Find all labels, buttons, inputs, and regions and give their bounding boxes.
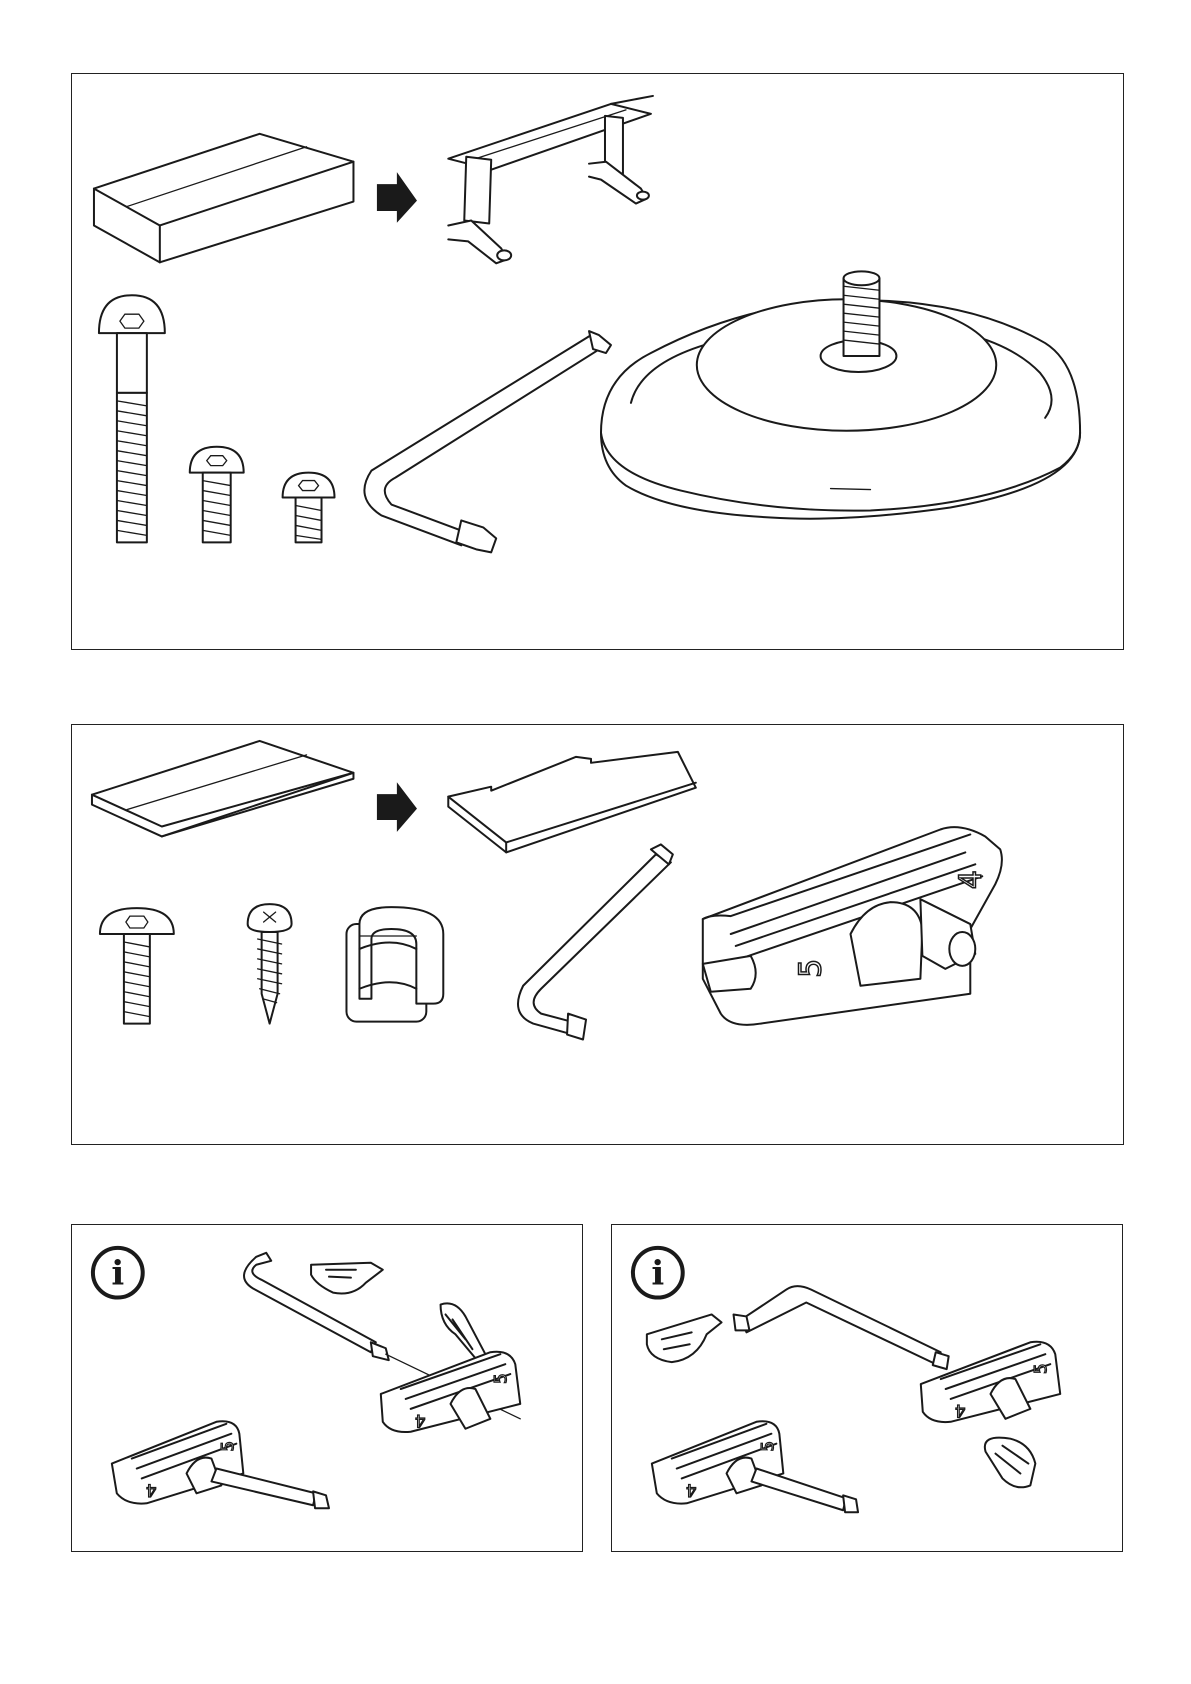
arrow-right-icon [377, 174, 416, 222]
svg-text:i: i [651, 1253, 664, 1293]
connector-number: 5 [490, 1373, 510, 1384]
connector-number: 5 [757, 1441, 777, 1452]
packed-tabletop [92, 741, 354, 837]
panel-frame-parts-drawing [72, 74, 1123, 649]
connector-number: 4 [146, 1480, 157, 1500]
connector-number: 4 [415, 1411, 426, 1431]
allen-key-long [364, 331, 611, 552]
pointing-hand [985, 1438, 1036, 1488]
svg-text:i: i [111, 1253, 124, 1293]
connector-block: 5 4 [703, 827, 1002, 1025]
connector-block: 5 4 [112, 1421, 329, 1508]
long-screw [99, 295, 165, 542]
desk-frame [448, 96, 653, 263]
panel-info-right-drawing: i 5 4 5 4 [612, 1225, 1122, 1551]
screw [100, 908, 174, 1023]
pointing-hand [311, 1263, 383, 1294]
cable-clip [346, 907, 443, 1021]
connector-block: 5 4 [652, 1421, 858, 1512]
connector-number-front: 5 [794, 959, 829, 978]
panel-info-left: i 5 4 5 4 [71, 1224, 583, 1552]
pointing-hand [647, 1314, 722, 1362]
short-screw [283, 473, 335, 543]
panel-info-right: i 5 4 5 4 [611, 1224, 1123, 1552]
connector-number: 5 [217, 1441, 237, 1452]
pointing-hand [441, 1303, 486, 1364]
connector-block: 5 4 [381, 1352, 520, 1432]
round-base-with-threaded-rod [601, 271, 1080, 518]
arrow-right-icon [377, 784, 416, 831]
panel-tabletop-parts-drawing: 5 4 [72, 725, 1123, 1144]
info-icon: i [633, 1248, 683, 1298]
connector-number: 4 [955, 1401, 966, 1421]
panel-frame-parts [71, 73, 1124, 650]
connector-number: 4 [686, 1480, 697, 1500]
connector-number-side: 4 [953, 870, 988, 889]
info-icon: i [93, 1248, 143, 1298]
packed-frame-box [94, 134, 354, 263]
panel-info-left-drawing: i 5 4 5 4 [72, 1225, 582, 1551]
allen-key [518, 844, 673, 1039]
panel-tabletop-parts: 5 4 [71, 724, 1124, 1145]
medium-screw [190, 447, 244, 543]
connector-number: 5 [1030, 1363, 1050, 1374]
wood-screw [248, 904, 292, 1023]
tabletop-board [448, 752, 696, 853]
allen-key [734, 1286, 949, 1369]
